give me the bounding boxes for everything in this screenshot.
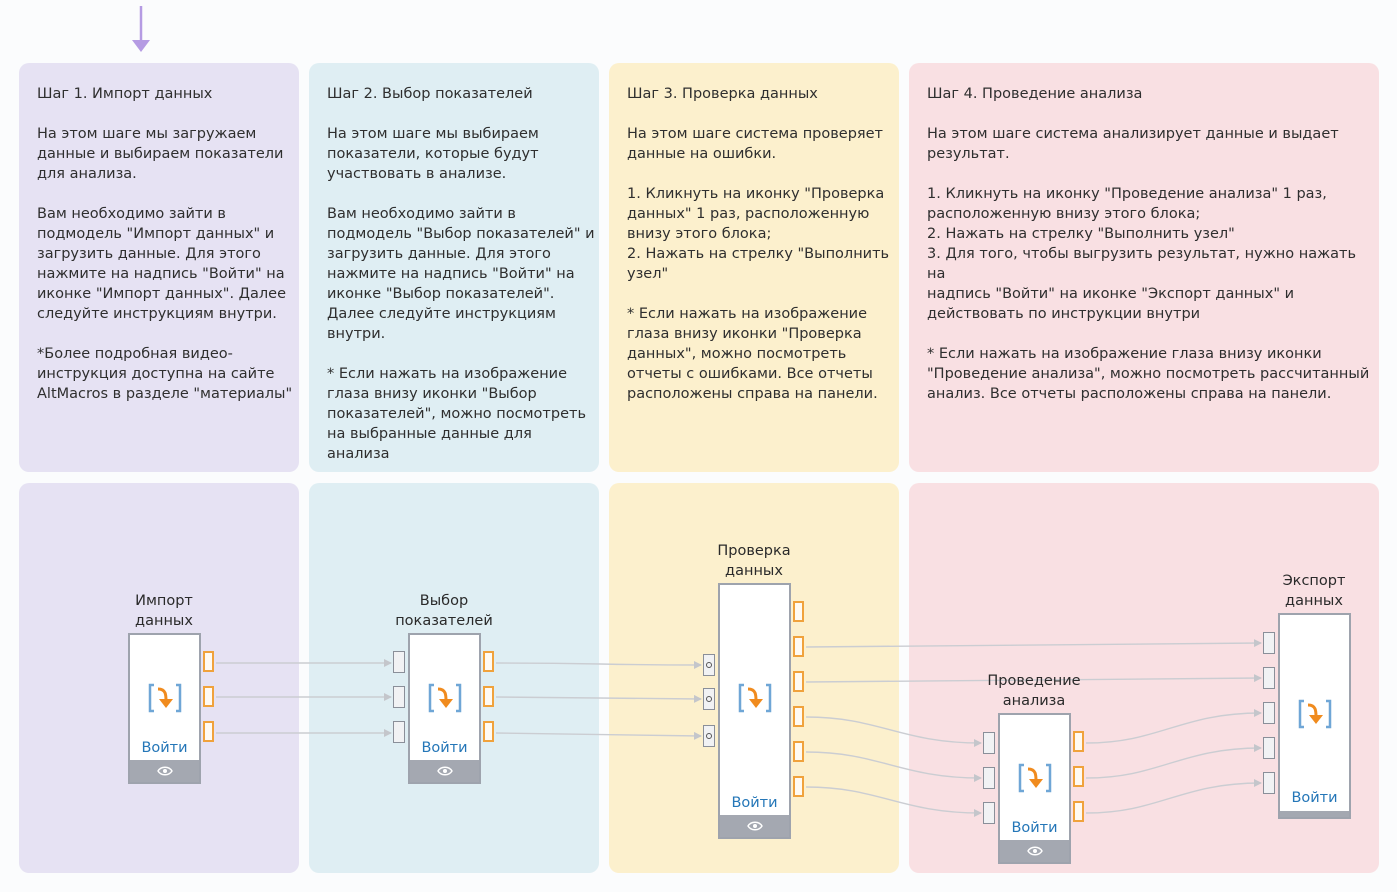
node-run-icon xyxy=(148,683,181,713)
output-port[interactable] xyxy=(793,601,804,622)
arrow-down-icon xyxy=(132,6,150,52)
node-analysis[interactable]: Войти xyxy=(998,713,1071,864)
output-port[interactable] xyxy=(1073,766,1084,787)
input-port[interactable] xyxy=(1263,702,1275,724)
node-import[interactable]: Войти xyxy=(128,633,201,784)
step-3-text: Шаг 3. Проверка данных На этом шаге сист… xyxy=(627,84,897,404)
output-port[interactable] xyxy=(1073,731,1084,752)
input-port[interactable] xyxy=(983,767,995,789)
output-port[interactable] xyxy=(793,776,804,797)
node-run-icon xyxy=(1018,763,1051,793)
output-port[interactable] xyxy=(793,706,804,727)
step-2-text: Шаг 2. Выбор показателей На этом шаге мы… xyxy=(327,84,597,464)
output-port[interactable] xyxy=(1073,801,1084,822)
step-4-panel xyxy=(909,63,1379,472)
input-port[interactable] xyxy=(1263,632,1275,654)
node-footer xyxy=(720,815,789,837)
output-port[interactable] xyxy=(483,721,494,742)
node-run-icon xyxy=(738,683,771,713)
eye-icon[interactable] xyxy=(1026,846,1043,856)
output-port[interactable] xyxy=(203,651,214,672)
node-run-icon xyxy=(428,683,461,713)
node-export[interactable]: Войти xyxy=(1278,613,1351,819)
output-port[interactable] xyxy=(483,651,494,672)
step-4-title: Шаг 4. Проведение анализа xyxy=(927,86,1143,102)
input-port[interactable] xyxy=(1263,667,1275,689)
eye-icon[interactable] xyxy=(436,766,453,776)
node-select[interactable]: Войти xyxy=(408,633,481,784)
node-analysis-label: Проведение анализа xyxy=(987,673,1081,709)
node-footer xyxy=(130,760,199,782)
node-check[interactable]: Войти xyxy=(718,583,791,839)
step-1-text: Шаг 1. Импорт данных На этом шаге мы заг… xyxy=(37,84,297,404)
step-1-body: На этом шаге мы загружаем данные и выбир… xyxy=(37,126,293,402)
input-port[interactable] xyxy=(1263,772,1275,794)
node-select-label: Выбор показателей xyxy=(395,593,493,629)
input-port[interactable] xyxy=(983,732,995,754)
step-2-body: На этом шаге мы выбираем показатели, кот… xyxy=(327,126,595,462)
node-footer xyxy=(410,760,479,782)
node-run-icon xyxy=(1298,699,1331,729)
node-check-label: Проверка данных xyxy=(717,543,791,579)
step-1-title: Шаг 1. Импорт данных xyxy=(37,86,213,102)
step-3-body: На этом шаге система проверяет данные на… xyxy=(627,126,890,402)
input-port[interactable] xyxy=(393,651,405,673)
node-footer xyxy=(1000,840,1069,862)
enter-link[interactable]: Войти xyxy=(141,740,188,756)
enter-link[interactable]: Войти xyxy=(1291,790,1338,806)
input-port[interactable] xyxy=(703,654,715,676)
output-port[interactable] xyxy=(793,741,804,762)
input-port[interactable] xyxy=(393,686,405,708)
input-port[interactable] xyxy=(703,725,715,747)
step-2-panel xyxy=(309,63,599,472)
node-export-label: Экспорт данных xyxy=(1282,573,1346,609)
step-2-title: Шаг 2. Выбор показателей xyxy=(327,86,533,102)
output-port[interactable] xyxy=(483,686,494,707)
step-4-text: Шаг 4. Проведение анализа На этом шаге с… xyxy=(927,84,1377,404)
input-port[interactable] xyxy=(393,721,405,743)
eye-icon[interactable] xyxy=(746,821,763,831)
step-4-body: На этом шаге система анализирует данные … xyxy=(927,126,1370,402)
enter-link[interactable]: Войти xyxy=(421,740,468,756)
step-3-panel xyxy=(609,63,899,472)
step-3-title: Шаг 3. Проверка данных xyxy=(627,86,818,102)
input-port[interactable] xyxy=(983,802,995,824)
enter-link[interactable]: Войти xyxy=(1011,820,1058,836)
input-port[interactable] xyxy=(703,688,715,710)
eye-icon[interactable] xyxy=(156,766,173,776)
input-port[interactable] xyxy=(1263,737,1275,759)
output-port[interactable] xyxy=(203,686,214,707)
enter-link[interactable]: Войти xyxy=(731,795,778,811)
step-1-panel xyxy=(19,63,299,472)
output-port[interactable] xyxy=(203,721,214,742)
output-port[interactable] xyxy=(793,671,804,692)
node-footer xyxy=(1280,811,1349,817)
output-port[interactable] xyxy=(793,636,804,657)
node-import-label: Импорт данных xyxy=(135,593,193,629)
